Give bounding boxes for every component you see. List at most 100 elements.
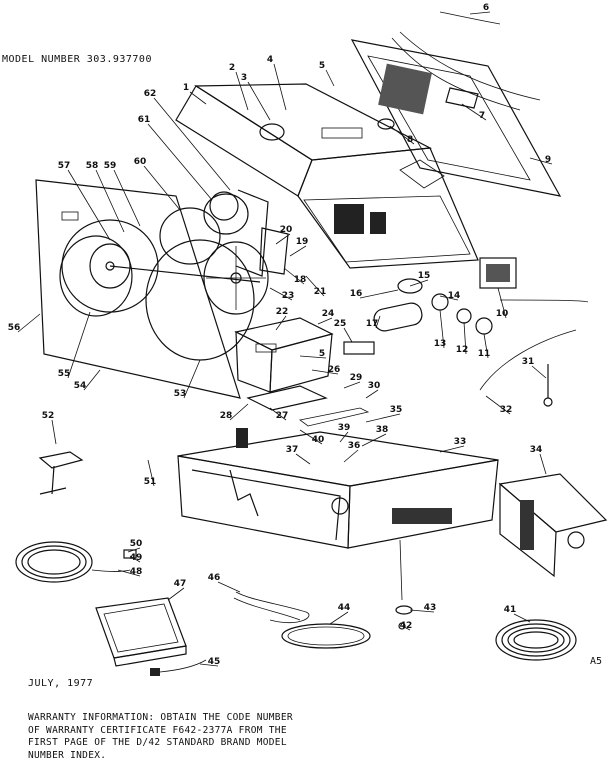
callout-number: 10	[496, 309, 509, 319]
callout-leader-line	[361, 433, 387, 447]
callout-number: 41	[504, 605, 517, 615]
callout-number: 28	[220, 411, 233, 421]
callout-number: 11	[478, 349, 491, 359]
cover-part	[95, 597, 187, 667]
callout-leader-line	[247, 81, 271, 121]
callout-number: 46	[208, 573, 221, 583]
callout-leader-line	[299, 355, 327, 359]
callout-number: 18	[294, 275, 307, 285]
callout-leader-line	[325, 69, 335, 87]
callout-number: 54	[74, 381, 87, 391]
callout-leader-line	[167, 587, 185, 601]
callout-number: 48	[130, 567, 143, 577]
callout-number: 47	[174, 579, 187, 589]
callout-leader-line	[269, 407, 287, 421]
callout-number: 2	[229, 63, 235, 73]
callout-leader-line	[439, 295, 459, 301]
callout-number: 37	[286, 445, 299, 455]
callout-number: 13	[434, 339, 447, 349]
callout-number: 14	[448, 291, 461, 301]
backplate-part	[35, 179, 241, 399]
blower-wheel-right	[145, 239, 269, 361]
callout-number: 44	[338, 603, 351, 613]
callout-labels: 1234567891011121314151617181920212223242…	[8, 3, 553, 667]
harness-coil-part	[281, 623, 371, 649]
control-panel-part	[479, 257, 517, 289]
callout-leader-line	[439, 309, 445, 349]
callout-leader-line	[317, 317, 333, 325]
warranty-line: WARRANTY INFORMATION: OBTAIN THE CODE NU…	[28, 712, 293, 723]
callout-leader-line	[17, 313, 41, 333]
callout-number: 15	[418, 271, 431, 281]
callout-leader-line	[147, 123, 213, 201]
callout-leader-line	[401, 625, 411, 631]
callout-leader-line	[365, 389, 379, 399]
callout-leader-line	[95, 169, 125, 233]
callout-number: 45	[208, 657, 221, 667]
callout-number: 22	[276, 307, 289, 317]
wire-part	[439, 11, 501, 25]
callout-leader-line	[113, 169, 141, 227]
callout-leader-line	[329, 611, 349, 625]
callout-leader-line	[365, 413, 401, 423]
side-bracket-part	[498, 473, 608, 578]
callout-leader-line	[229, 403, 249, 421]
callout-leader-line	[359, 289, 399, 299]
callout-number: 3	[241, 73, 247, 83]
callout-number: 40	[312, 435, 325, 445]
base-pan-part	[177, 407, 499, 549]
callout-number: 52	[42, 411, 55, 421]
callout-number: 21	[314, 287, 327, 297]
callout-number: 60	[134, 157, 147, 167]
warranty-line: OF WARRANTY CERTIFICATE F642-2377A FROM …	[28, 724, 287, 736]
callout-number: 8	[407, 135, 413, 145]
tube-parts	[343, 278, 493, 355]
callout-leader-line	[529, 157, 553, 165]
callout-number: 62	[144, 89, 157, 99]
callout-leader-line	[375, 315, 381, 329]
callout-number: 27	[276, 411, 289, 421]
blower-wheel-left	[59, 219, 159, 317]
callout-number: 56	[8, 323, 21, 333]
callout-number: 24	[322, 309, 335, 319]
callout-leader-line	[463, 321, 467, 355]
callout-number: 7	[479, 111, 485, 121]
callout-number: 6	[483, 3, 489, 13]
callout-leader-line	[117, 569, 141, 577]
callout-number: 26	[328, 365, 341, 375]
callout-number: 38	[376, 425, 389, 435]
harness-part	[235, 591, 310, 624]
callout-leader-line	[273, 63, 287, 111]
callout-number: 36	[348, 441, 361, 451]
electrical-box-part	[234, 317, 334, 411]
callout-leader-line	[409, 609, 435, 613]
callout-number: 32	[500, 405, 513, 415]
callout-number: 5	[319, 61, 325, 71]
callout-leader-line	[343, 327, 353, 343]
callout-number: 34	[530, 445, 543, 455]
callout-leader-line	[339, 431, 349, 443]
callout-leader-line	[343, 381, 361, 389]
callout-leader-line	[67, 311, 91, 379]
callout-leader-line	[275, 233, 291, 245]
callout-number: 5	[319, 349, 325, 359]
callout-leader-line	[153, 97, 231, 191]
tubing-coil-part	[495, 619, 577, 661]
warranty-line: NUMBER INDEX.	[28, 749, 107, 761]
callout-leader-line	[497, 287, 507, 319]
callout-leader-line	[199, 663, 219, 667]
callout-leader-line	[389, 125, 415, 145]
callout-number: 57	[58, 161, 71, 171]
callout-number: 42	[400, 621, 413, 631]
main-housing-part	[175, 83, 479, 269]
callout-leader-line	[409, 279, 429, 287]
washer-part	[395, 605, 413, 615]
callout-number: 9	[545, 155, 551, 165]
callout-number: 39	[338, 423, 351, 433]
callout-number: 17	[366, 319, 379, 329]
callout-number: 16	[350, 289, 363, 299]
motor-bracket-part	[209, 189, 289, 277]
callout-leader-line	[183, 359, 201, 399]
